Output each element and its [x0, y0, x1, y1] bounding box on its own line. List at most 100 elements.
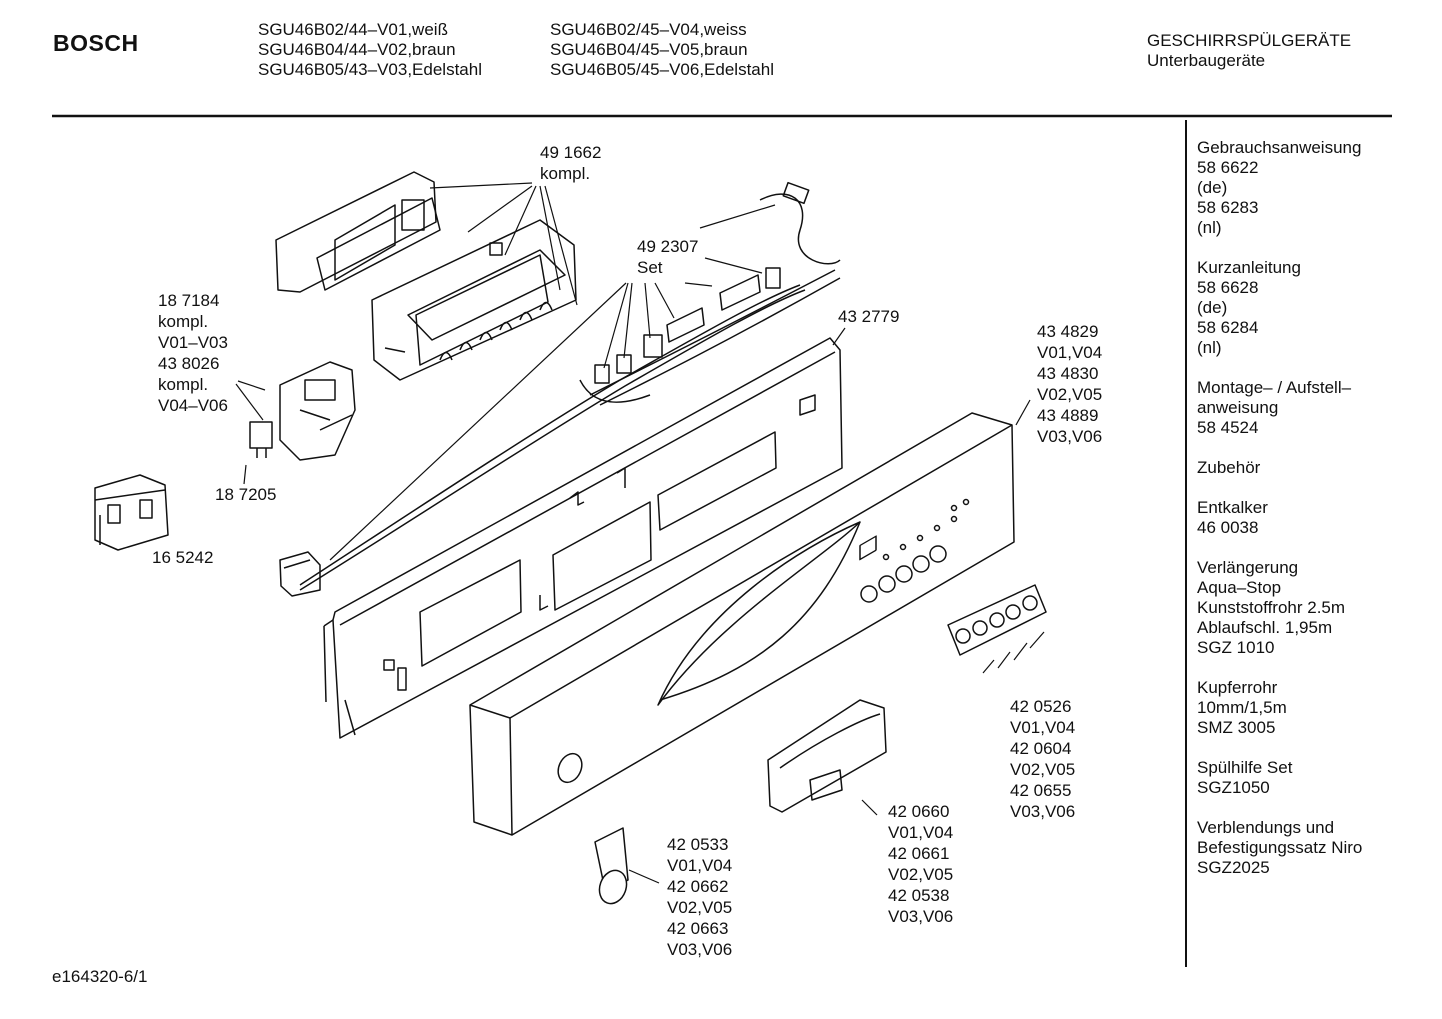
- sidebar-group-descaler: Entkalker 46 0038: [1197, 498, 1392, 538]
- sidebar-line: (de): [1197, 178, 1228, 197]
- label-control-module: 49 1662 kompl.: [540, 142, 601, 184]
- control-module: [275, 171, 577, 381]
- part-variant: V03,V06: [888, 907, 954, 926]
- part-number: 42 0663: [667, 919, 729, 938]
- sidebar-group-extension: Verlängerung Aqua–Stop Kunststoffrohr 2.…: [1197, 558, 1392, 658]
- sidebar-line: 58 6284: [1197, 318, 1259, 337]
- sidebar-group-accessories: Zubehör: [1197, 458, 1392, 478]
- sidebar-line: (nl): [1197, 338, 1222, 357]
- document-code: e164320-6/1: [52, 967, 148, 986]
- sidebar-line: 58 6622: [1197, 158, 1259, 177]
- sidebar-line: Zubehör: [1197, 458, 1261, 477]
- part-variant: V01,V04: [1010, 718, 1076, 737]
- sidebar-line: Gebrauchsanweisung: [1197, 138, 1362, 157]
- sidebar-line: Befestigungssatz Niro: [1197, 838, 1363, 857]
- label-door-handle: 42 0660 V01,V04 42 0661 V02,V05 42 0538 …: [888, 801, 953, 927]
- sidebar-line: Verblendungs und: [1197, 818, 1335, 837]
- part-number: 42 0526: [1010, 697, 1072, 716]
- category-heading: GESCHIRRSPÜLGERÄTE Unterbaugeräte: [1147, 31, 1351, 71]
- part-variant: V02,V05: [667, 898, 733, 917]
- label-wiring-harness: 49 2307 Set: [637, 236, 698, 278]
- sidebar-line: SGZ 1010: [1197, 638, 1275, 657]
- leader-lines: [235, 182, 1045, 884]
- part-number: 42 0655: [1010, 781, 1072, 800]
- sidebar-group-panel-kit: Verblendungs und Befestigungssatz Niro S…: [1197, 818, 1392, 878]
- knob: [594, 827, 629, 905]
- sidebar-group-manual: Gebrauchsanweisung 58 6622 (de) 58 6283 …: [1197, 138, 1392, 238]
- label-knob: 42 0533 V01,V04 42 0662 V02,V05 42 0663 …: [667, 834, 732, 960]
- part-number: 49 1662: [540, 143, 602, 162]
- part-variant: V03,V06: [667, 940, 733, 959]
- part-number: 18 7205: [215, 485, 277, 504]
- part-variant: V04–V06: [158, 396, 228, 415]
- sidebar-line: SMZ 3005: [1197, 718, 1276, 737]
- model-entry: SGU46B05/43–V03,Edelstahl: [258, 60, 482, 79]
- relay-block: [94, 474, 169, 551]
- sidebar-group-short-guide: Kurzanleitung 58 6628 (de) 58 6284 (nl): [1197, 258, 1392, 358]
- button-set: [947, 584, 1047, 656]
- sidebar-line: 10mm/1,5m: [1197, 698, 1287, 717]
- sidebar-line: SGZ1050: [1197, 778, 1270, 797]
- model-entry: SGU46B02/45–V04,weiss: [550, 20, 747, 39]
- switch-assembly: [249, 361, 356, 461]
- model-list-2: SGU46B02/45–V04,weiss SGU46B04/45–V05,br…: [550, 20, 774, 80]
- sidebar-line: anweisung: [1197, 398, 1279, 417]
- part-number: 43 8026: [158, 354, 220, 373]
- part-variant: V03,V06: [1037, 427, 1103, 446]
- part-variant: V03,V06: [1010, 802, 1076, 821]
- part-number: 43 2779: [838, 307, 900, 326]
- sidebar-line: 58 6628: [1197, 278, 1259, 297]
- part-number: 42 0533: [667, 835, 729, 854]
- inner-frame: [323, 337, 843, 739]
- part-note: kompl.: [158, 375, 209, 394]
- part-note: kompl.: [540, 164, 591, 183]
- model-list-1: SGU46B02/44–V01,weiß SGU46B04/44–V02,bra…: [258, 20, 482, 80]
- part-number: 42 0662: [667, 877, 729, 896]
- accessory-sidebar: Gebrauchsanweisung 58 6622 (de) 58 6283 …: [1197, 138, 1392, 898]
- model-entry: SGU46B04/45–V05,braun: [550, 40, 748, 59]
- sidebar-line: Montage– / Aufstell–: [1197, 378, 1352, 397]
- part-variant: V01,V04: [667, 856, 733, 875]
- sidebar-line: Kupferrohr: [1197, 678, 1278, 697]
- front-panel: [469, 412, 1015, 836]
- label-inner-frame: 43 2779: [838, 306, 899, 327]
- category-subtitle: Unterbaugeräte: [1147, 51, 1266, 70]
- part-variant: V01,V04: [1037, 343, 1103, 362]
- sidebar-line: SGZ2025: [1197, 858, 1270, 877]
- sidebar-line: Entkalker: [1197, 498, 1268, 517]
- part-variant: V02,V05: [1010, 760, 1076, 779]
- sidebar-line: Kurzanleitung: [1197, 258, 1301, 277]
- part-number: 18 7184: [158, 291, 220, 310]
- sidebar-line: Ablaufschl. 1,95m: [1197, 618, 1333, 637]
- sidebar-line: Kunststoffrohr 2.5m: [1197, 598, 1346, 617]
- sidebar-line: 58 6283: [1197, 198, 1259, 217]
- part-variant: V02,V05: [1037, 385, 1103, 404]
- door-handle: [767, 699, 887, 813]
- sidebar-line: (nl): [1197, 218, 1222, 237]
- wiring-harness: [279, 181, 841, 597]
- part-number: 16 5242: [152, 548, 214, 567]
- sidebar-line: Spülhilfe Set: [1197, 758, 1293, 777]
- label-relay-block: 16 5242: [152, 547, 213, 568]
- model-entry: SGU46B02/44–V01,weiß: [258, 20, 448, 39]
- sidebar-line: Aqua–Stop: [1197, 578, 1282, 597]
- model-entry: SGU46B05/45–V06,Edelstahl: [550, 60, 774, 79]
- part-number: 42 0661: [888, 844, 950, 863]
- part-variant: V02,V05: [888, 865, 954, 884]
- model-entry: SGU46B04/44–V02,braun: [258, 40, 456, 59]
- part-note: kompl.: [158, 312, 209, 331]
- sidebar-line: (de): [1197, 298, 1228, 317]
- label-valve: 18 7205: [215, 484, 276, 505]
- sidebar-group-rinse-aid: Spülhilfe Set SGZ1050: [1197, 758, 1392, 798]
- part-number: 43 4830: [1037, 364, 1099, 383]
- part-variant: V01–V03: [158, 333, 228, 352]
- part-number: 43 4829: [1037, 322, 1099, 341]
- part-number: 49 2307: [637, 237, 699, 256]
- part-number: 43 4889: [1037, 406, 1099, 425]
- part-variant: V01,V04: [888, 823, 954, 842]
- label-switch-assembly: 18 7184 kompl. V01–V03 43 8026 kompl. V0…: [158, 290, 228, 416]
- sidebar-group-installation: Montage– / Aufstell– anweisung 58 4524: [1197, 378, 1392, 438]
- category-title: GESCHIRRSPÜLGERÄTE: [1147, 31, 1352, 50]
- sidebar-line: Verlängerung: [1197, 558, 1299, 577]
- sidebar-line: 58 4524: [1197, 418, 1259, 437]
